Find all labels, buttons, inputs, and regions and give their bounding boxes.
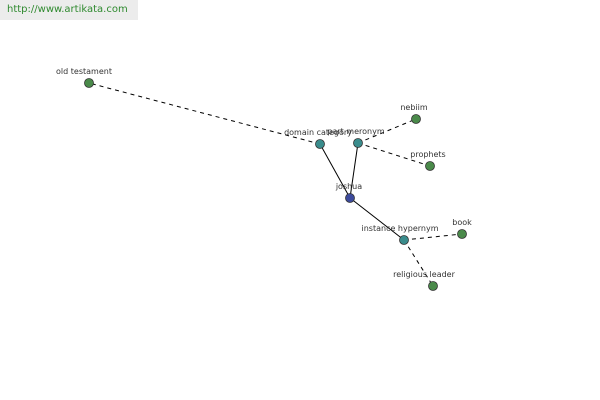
- url-bar: http://www.artikata.com: [0, 0, 138, 20]
- node-book[interactable]: [457, 229, 467, 239]
- edge-instance-hypernym-to-religious-leader: [403, 239, 434, 287]
- label-part-meronym[interactable]: part meronym: [327, 127, 384, 136]
- node-domain-category[interactable]: [315, 139, 325, 149]
- label-instance-hypernym[interactable]: instance hypernym: [362, 224, 439, 233]
- label-domain-category[interactable]: domain category: [284, 128, 352, 137]
- edge-joshua-to-part-meronym: [349, 142, 359, 199]
- label-book[interactable]: book: [452, 218, 472, 227]
- label-prophets[interactable]: prophets: [410, 150, 445, 159]
- edge-instance-hypernym-to-book: [403, 233, 463, 241]
- node-old-testament[interactable]: [84, 78, 94, 88]
- label-nebiim[interactable]: nebiim: [400, 103, 428, 112]
- site-url-link[interactable]: http://www.artikata.com: [7, 4, 128, 15]
- edge-part-meronym-to-nebiim: [357, 118, 417, 144]
- edge-joshua-to-instance-hypernym: [349, 197, 405, 241]
- node-religious-leader[interactable]: [428, 281, 438, 291]
- node-instance-hypernym[interactable]: [399, 235, 409, 245]
- graph-edges: [88, 82, 463, 287]
- label-religious-leader[interactable]: religious leader: [393, 270, 456, 279]
- node-prophets[interactable]: [425, 161, 435, 171]
- node-nebiim[interactable]: [411, 114, 421, 124]
- graph-nodes: [84, 78, 467, 291]
- label-old-testament[interactable]: old testament: [56, 67, 112, 76]
- node-part-meronym[interactable]: [353, 138, 363, 148]
- node-joshua[interactable]: [345, 193, 355, 203]
- edge-joshua-to-domain-category: [319, 143, 351, 199]
- label-joshua[interactable]: joshua: [335, 182, 362, 191]
